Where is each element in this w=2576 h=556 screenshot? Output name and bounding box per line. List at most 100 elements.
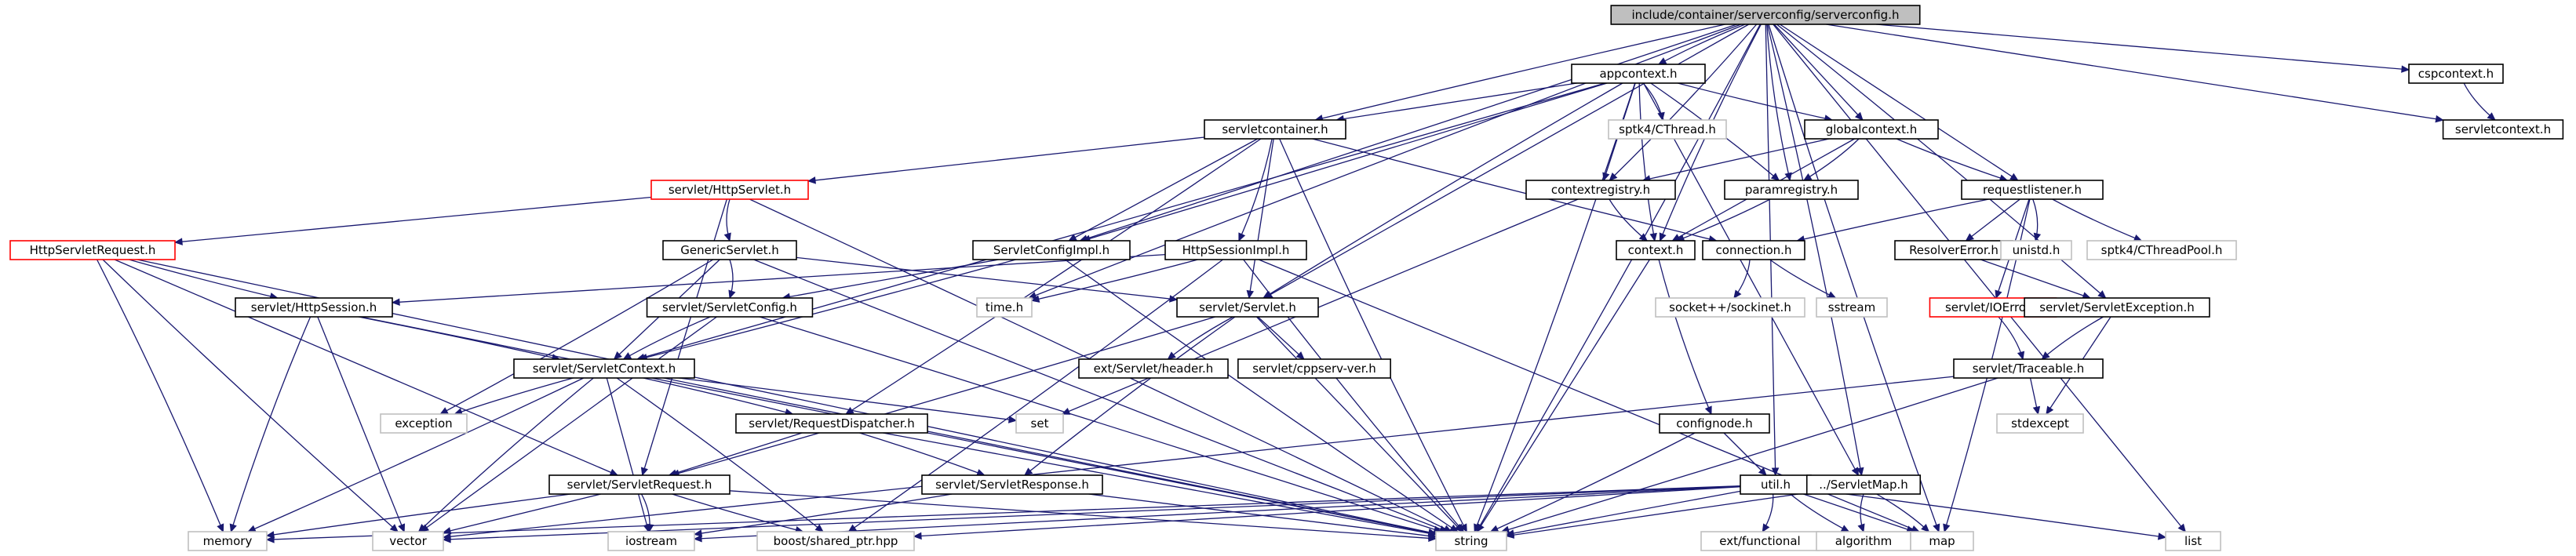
node-label: paramregistry.h (1745, 183, 1838, 197)
node-genericservlet[interactable]: GenericServlet.h (662, 240, 797, 260)
node-box (1805, 474, 1922, 495)
node-root[interactable]: include/container/serverconfig/servercon… (1610, 5, 1921, 25)
arrowhead-icon (1476, 523, 1485, 533)
node-label: boost/shared_ptr.hpp (774, 534, 898, 549)
node-sharedptr[interactable]: boost/shared_ptr.hpp (756, 531, 915, 551)
node-algorithm[interactable]: algorithm (1816, 531, 1911, 551)
arrowhead-icon (2157, 532, 2167, 540)
node-label: algorithm (1835, 534, 1892, 548)
node-extheader[interactable]: ext/Servlet/header.h (1078, 358, 1229, 379)
arrowhead-icon (693, 529, 703, 537)
node-cppserv[interactable]: servlet/cppserv-ver.h (1237, 358, 1391, 379)
node-globalcontext[interactable]: globalcontext.h (1804, 119, 1939, 140)
arrowhead-icon (1007, 416, 1018, 423)
node-sockinet[interactable]: socket++/sockinet.h (1655, 297, 1805, 318)
node-context[interactable]: context.h (1616, 240, 1696, 260)
node-contextregistry[interactable]: contextregistry.h (1525, 180, 1676, 200)
node-time[interactable]: time.h (976, 297, 1033, 318)
node-servletcontainer[interactable]: servletcontainer.h (1204, 119, 1346, 140)
edge-root-to-globalcontext (1773, 24, 1864, 121)
node-label: servlet/ServletResponse.h (935, 478, 1089, 492)
edge-appcontext-to-context (1638, 82, 1656, 242)
node-resolvererror[interactable]: ResolverError.h (1894, 240, 2013, 260)
node-label: socket++/sockinet.h (1669, 300, 1791, 314)
edge-httpservletrequest-to-memory (96, 259, 224, 532)
arrowhead-icon (1758, 467, 1767, 476)
node-connection[interactable]: connection.h (1702, 240, 1805, 260)
edge-root-to-cspcontext (1875, 24, 2410, 71)
edge-connection-to-sstream (1769, 259, 1836, 299)
node-confignode[interactable]: confignode.h (1659, 413, 1770, 434)
node-traceable[interactable]: servlet/Traceable.h (1953, 358, 2104, 379)
arrowhead-icon (1246, 289, 1255, 300)
arrowhead-icon (814, 524, 824, 532)
node-httpservletrequest[interactable]: HttpServletRequest.h (9, 240, 176, 260)
node-label: servlet/HttpSession.h (251, 300, 377, 314)
node-list[interactable]: list (2165, 531, 2221, 551)
node-servletmap[interactable]: ../ServletMap.h (1805, 474, 1922, 495)
node-servletresponse[interactable]: servlet/ServletResponse.h (921, 474, 1103, 495)
node-map[interactable]: map (1910, 531, 1974, 551)
node-memory[interactable]: memory (188, 531, 268, 551)
node-box (2000, 240, 2072, 260)
node-vector[interactable]: vector (372, 531, 444, 551)
node-httpservlet[interactable]: servlet/HttpServlet.h (650, 180, 809, 200)
edge-appcontext-to-servletconfigimpl (1082, 82, 1608, 242)
node-sstream[interactable]: sstream (1816, 297, 1888, 318)
node-stdexcept[interactable]: stdexcept (1996, 413, 2084, 434)
node-box (1015, 413, 1064, 434)
node-label: unistd.h (2013, 243, 2060, 257)
node-servletconfig[interactable]: servlet/ServletConfig.h (646, 297, 814, 318)
arrowhead-icon (265, 531, 275, 539)
node-servletcontext_h[interactable]: servletcontext.h (2442, 119, 2564, 140)
node-util[interactable]: util.h (1740, 474, 1812, 495)
node-label: ResolverError.h (1909, 243, 1998, 257)
edge-root-to-servletmap (1766, 24, 1863, 476)
arrowhead-icon (1921, 524, 1930, 532)
arrowhead-icon (1762, 523, 1770, 533)
node-cthreadpool[interactable]: sptk4/CThreadPool.h (2086, 240, 2237, 260)
node-exception[interactable]: exception (380, 413, 468, 434)
edge-root-to-list (1773, 24, 2186, 532)
node-httpsessionimpl[interactable]: HttpSessionImpl.h (1164, 240, 1307, 260)
edge-root-to-requestlistener (1779, 24, 2019, 181)
node-string[interactable]: string (1435, 531, 1507, 551)
node-label: exception (395, 416, 452, 431)
arrowhead-icon (439, 407, 449, 415)
node-iostream[interactable]: iostream (607, 531, 695, 551)
node-servletexception[interactable]: servlet/ServletException.h (2024, 297, 2210, 318)
node-unistd[interactable]: unistd.h (2000, 240, 2072, 260)
node-label: sptk4/CThread.h (1619, 122, 1716, 136)
node-requestdispatcher[interactable]: servlet/RequestDispatcher.h (735, 413, 928, 434)
node-cthread[interactable]: sptk4/CThread.h (1608, 119, 1727, 140)
node-servletrequest[interactable]: servlet/ServletRequest.h (548, 474, 731, 495)
node-label: ServletConfigImpl.h (993, 243, 1109, 257)
arrowhead-icon (2009, 173, 2019, 181)
node-label: servlet/RequestDispatcher.h (749, 416, 915, 431)
node-box (372, 531, 444, 551)
node-servletconfigimpl[interactable]: ServletConfigImpl.h (972, 240, 1131, 260)
node-httpsession[interactable]: servlet/HttpSession.h (235, 297, 393, 318)
node-label: servlet/ServletException.h (2039, 300, 2195, 314)
node-box (1204, 119, 1346, 140)
node-set[interactable]: set (1015, 413, 1064, 434)
edge-httpsessionimpl-to-httpsession (392, 253, 1166, 303)
node-label: servlet/Traceable.h (1973, 362, 2085, 376)
edge-util-to-memory (266, 485, 1741, 540)
node-functional[interactable]: ext/functional (1700, 531, 1820, 551)
arrowhead-icon (1238, 232, 1246, 242)
node-label: ../ServletMap.h (1819, 478, 1908, 492)
edge-util-to-string (1506, 490, 1741, 536)
node-appcontext[interactable]: appcontext.h (1571, 64, 1706, 84)
arrowhead-icon (609, 468, 619, 476)
node-servletcontext[interactable]: servlet/ServletContext.h (513, 358, 695, 379)
edge-paramregistry-to-context (1676, 198, 1771, 242)
node-requestlistener[interactable]: requestlistener.h (1961, 180, 2104, 200)
arrowhead-icon (1933, 523, 1940, 533)
node-box (1804, 119, 1939, 140)
edge-servletexception-to-traceable (2041, 316, 2104, 360)
node-label: util.h (1761, 478, 1791, 492)
node-cspcontext[interactable]: cspcontext.h (2408, 64, 2504, 84)
node-paramregistry[interactable]: paramregistry.h (1724, 180, 1859, 200)
node-servlet[interactable]: servlet/Servlet.h (1176, 297, 1319, 318)
